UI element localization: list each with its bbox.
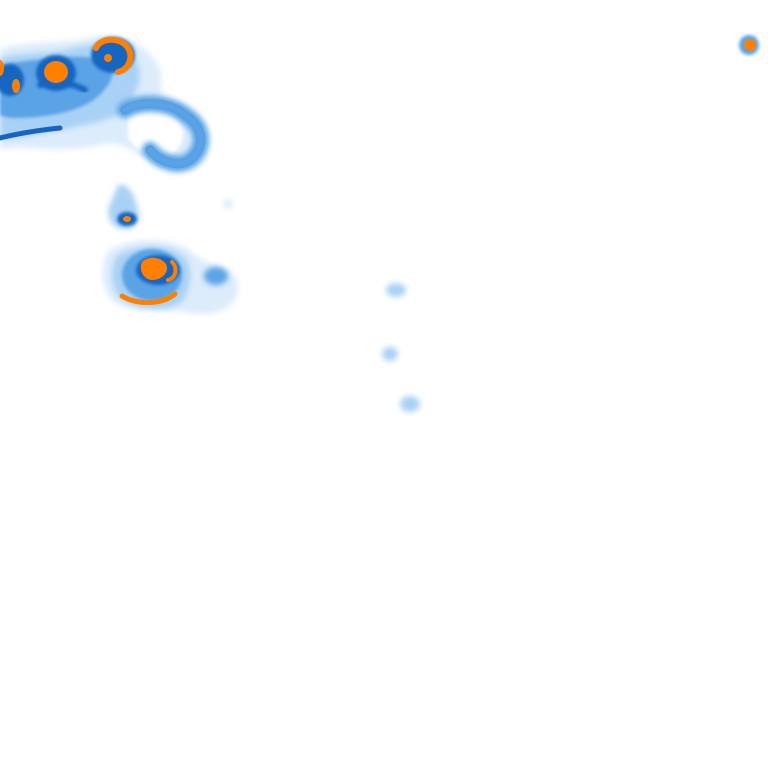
cell-small-west: [108, 184, 139, 230]
cluster-loop-east-halo: [117, 95, 209, 172]
cell-central-west-core: [140, 257, 168, 280]
cluster-gap: [128, 110, 184, 157]
cell-central-west-core-2: [166, 260, 178, 282]
cluster-northwest-cell-2: [93, 36, 134, 75]
cell-central-west-arc: [119, 291, 178, 305]
cell-central-west-east-patch: [204, 267, 228, 285]
scatter-light-1: [386, 283, 406, 297]
cell-small-west-core: [123, 216, 131, 222]
cluster-northwest-band: [0, 125, 63, 141]
cluster-northwest: [0, 35, 209, 172]
cell-east-isolated-core: [744, 39, 756, 51]
cluster-northwest-cell-2-dot: [104, 54, 112, 62]
cluster-northwest-cell-1: [44, 61, 68, 83]
cell-east-isolated: [739, 35, 759, 55]
cell-central-west: [102, 240, 239, 314]
cluster-northwest-cell-3: [12, 79, 20, 93]
scatter-light-2: [382, 347, 398, 361]
cluster-northwest-cell-3b: [0, 60, 4, 76]
scatter-light-3: [400, 396, 420, 412]
scatter-light-4: [223, 199, 233, 209]
